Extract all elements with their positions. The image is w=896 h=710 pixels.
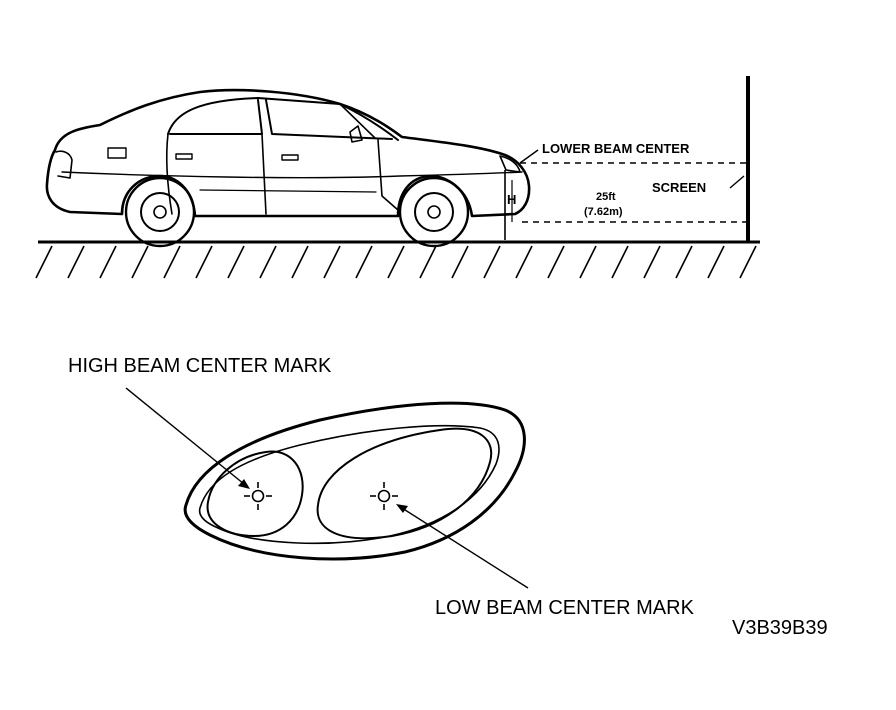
figure-code-label: V3B39B39 (732, 617, 828, 639)
headlamp-assembly (183, 401, 526, 561)
car-side-view (45, 88, 531, 248)
distance-ft-label: 25ft (596, 191, 616, 203)
high-beam-center-mark (244, 482, 272, 510)
low-beam-leader-arrow (396, 504, 529, 589)
high-beam-center-mark-label: HIGH BEAM CENTER MARK (68, 355, 332, 377)
ground (35, 240, 760, 279)
screen-label: SCREEN (652, 180, 706, 195)
beam-center-guide-lines (504, 149, 746, 240)
low-beam-center-mark (370, 482, 398, 510)
low-beam-center-mark-label: LOW BEAM CENTER MARK (435, 597, 695, 619)
lower-beam-center-label: LOWER BEAM CENTER (542, 141, 690, 156)
height-marker-label: H (507, 192, 516, 207)
high-beam-leader-arrow (125, 387, 250, 489)
distance-m-label: (7.62m) (584, 206, 623, 218)
